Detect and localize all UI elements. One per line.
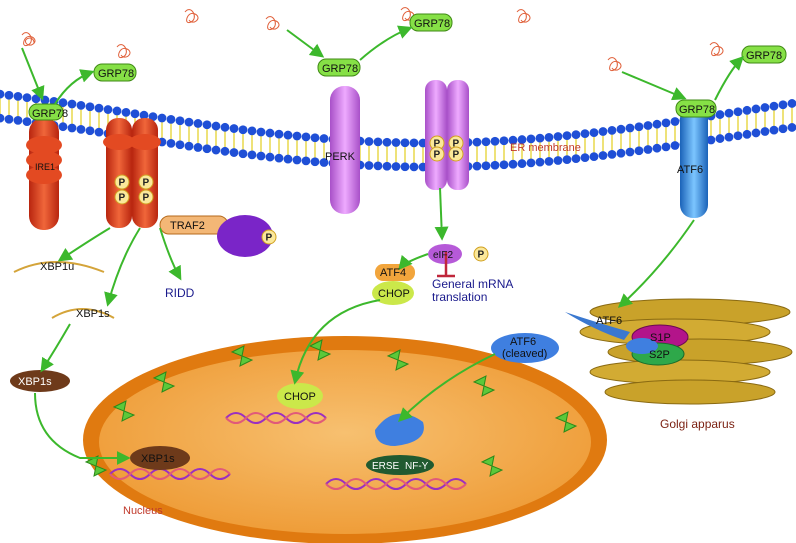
- atf6-cleaved-line1: ATF6: [510, 336, 536, 348]
- nfy-label: NF-Y: [405, 461, 429, 472]
- traf2-complex: [159, 215, 273, 257]
- ridd-label: RIDD: [165, 286, 195, 300]
- er-membrane: [0, 89, 796, 172]
- ire1-receptor: [26, 118, 62, 230]
- grp78-label-atf6-released: GRP78: [746, 50, 782, 62]
- nuclear-pore-icon: [84, 339, 578, 477]
- traf2-label: TRAF2: [170, 220, 205, 232]
- pathway-arrows: [21, 25, 744, 465]
- perk-label: PERK: [325, 151, 356, 163]
- unfolded-protein-icon: [21, 7, 724, 72]
- phosphate-label: P: [453, 150, 460, 161]
- xbp1s-mrna-label: XBP1s: [76, 308, 110, 320]
- golgi-label: Golgi apparus: [660, 417, 735, 431]
- atf4-label: ATF4: [380, 267, 406, 279]
- mrna-strand: [13, 261, 115, 319]
- xbp1u-label: XBP1u: [40, 261, 74, 273]
- xbp1s-nucleus-label: XBP1s: [141, 453, 175, 465]
- chop-nucleus-label: CHOP: [284, 391, 316, 403]
- golgi-apparatus: [579, 298, 793, 405]
- s2p-label: S2P: [649, 349, 670, 361]
- grp78-label-ire1: GRP78: [32, 108, 68, 120]
- general-mrna-line2: translation: [432, 290, 487, 304]
- chop-label: CHOP: [378, 288, 410, 300]
- phosphate-label: P: [119, 178, 126, 189]
- protein-shapes: [10, 244, 630, 475]
- atf6-label: ATF6: [677, 164, 703, 176]
- phosphate-label: P: [143, 193, 150, 204]
- er-membrane-label: ER membrane: [510, 142, 581, 154]
- phosphate-label: P: [119, 193, 126, 204]
- nucleus: [83, 336, 607, 543]
- inhibition-bar: [437, 252, 455, 278]
- nucleus-label: Nucleus: [123, 505, 163, 517]
- phosphate-label: P: [266, 233, 273, 244]
- perk-receptor: [330, 86, 360, 214]
- general-mrna-line1: General mRNA: [432, 277, 513, 291]
- perk-dimer: [425, 80, 469, 190]
- atf6-cleaved-line2: (cleaved): [502, 348, 547, 360]
- phosphate-label: P: [434, 139, 441, 150]
- grp78-label-perk-released: GRP78: [414, 18, 450, 30]
- atf6-receptor: [680, 106, 708, 218]
- phosphate-label: P: [478, 250, 485, 261]
- s1p-label: S1P: [650, 332, 671, 344]
- dna-helix-icon: [109, 412, 467, 490]
- grp78-label-perk: GRP78: [322, 63, 358, 75]
- xbp1s-cytosol-label: XBP1s: [18, 376, 52, 388]
- eif2-label: eIF2: [433, 250, 453, 261]
- ire1-label: IRE1: [35, 162, 55, 172]
- phosphate-label: P: [453, 139, 460, 150]
- phosphate-label: P: [434, 150, 441, 161]
- erse-label: ERSE: [372, 461, 400, 472]
- grp78-label-atf6: GRP78: [679, 104, 715, 116]
- ire1-dimer: [103, 118, 161, 228]
- grp78-group: [28, 13, 787, 121]
- phosphate-label: P: [143, 178, 150, 189]
- grp78-label-ire1-released: GRP78: [98, 68, 134, 80]
- atf6-golgi-label: ATF6: [596, 315, 622, 327]
